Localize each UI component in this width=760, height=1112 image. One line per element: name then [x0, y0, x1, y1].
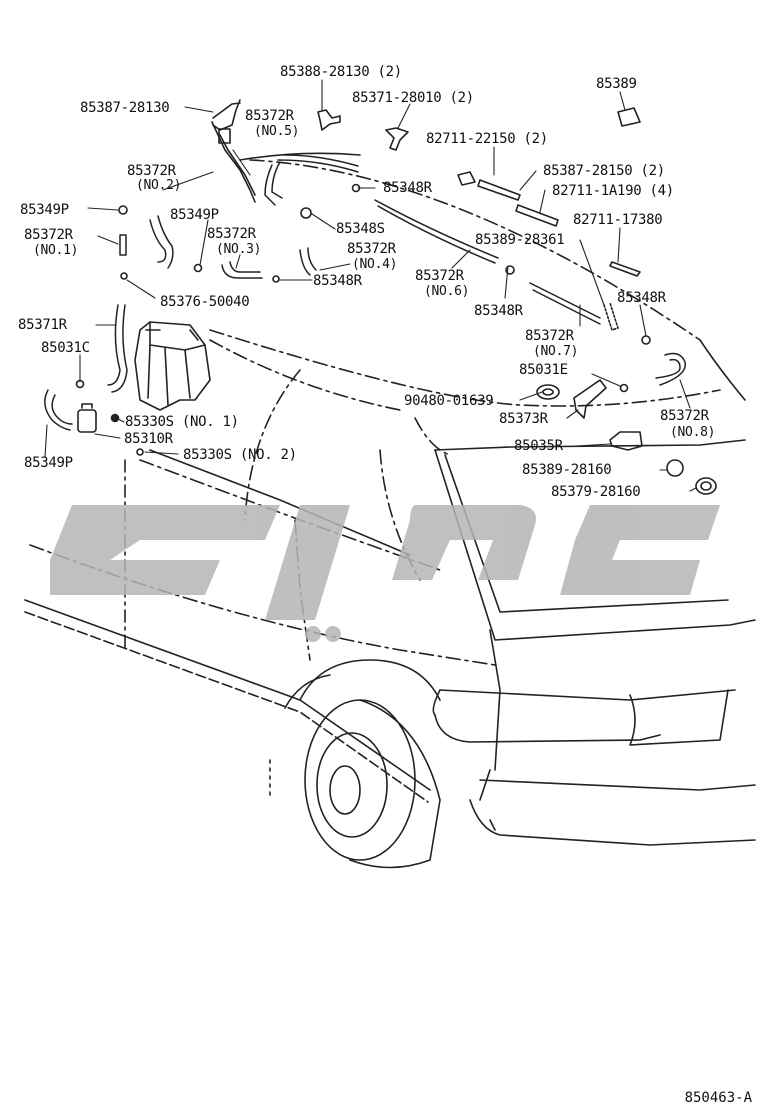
part-label: 85330S (NO. 2) — [183, 447, 297, 463]
part-label: 85349P — [24, 455, 73, 471]
part-label: 85372R — [207, 226, 256, 242]
part-label: 82711-22150 (2) — [426, 131, 548, 147]
hoses — [44, 154, 687, 431]
part-label: 85031E — [519, 362, 568, 378]
part-label: 85389-28160 — [522, 462, 612, 478]
watermark — [50, 505, 720, 642]
pump — [77, 403, 120, 433]
part-label: (NO.6) — [424, 284, 470, 299]
part-label: (NO.8) — [670, 425, 716, 440]
part-label: 90480-01639 — [404, 393, 494, 409]
part-label: 85389 — [596, 76, 637, 92]
diagram-code: 850463-A — [684, 1090, 752, 1106]
part-label: 85372R — [347, 241, 396, 257]
part-label: 85373R — [499, 411, 548, 427]
part-label: 85389-28361 — [475, 232, 565, 248]
part-label: 85379-28160 — [551, 484, 641, 500]
washer-tank — [134, 321, 211, 411]
part-label: 85310R — [124, 431, 173, 447]
part-label: 85348R — [313, 273, 362, 289]
part-label: 85372R — [660, 408, 709, 424]
part-label: 85349P — [170, 207, 219, 223]
part-label: 85372R — [415, 268, 464, 284]
part-label: (NO.7) — [533, 344, 579, 359]
part-label: 82711-1A190 (4) — [552, 183, 674, 199]
part-label: 85349P — [20, 202, 69, 218]
part-label: 85372R — [245, 108, 294, 124]
part-label: 85031C — [41, 340, 90, 356]
part-label: (NO.1) — [33, 243, 79, 258]
part-label: 85348S — [336, 221, 385, 237]
part-label: 85372R — [127, 163, 176, 179]
part-label: 85371-28010 (2) — [352, 90, 474, 106]
part-label: 85035R — [514, 438, 563, 454]
part-label: 85372R — [525, 328, 574, 344]
part-label: (NO.4) — [352, 257, 398, 272]
part-label: (NO.3) — [216, 242, 262, 257]
part-label: (NO.5) — [254, 124, 300, 139]
part-label: 85330S (NO. 1) — [125, 414, 239, 430]
small-parts — [75, 107, 717, 495]
part-label: (NO.2) — [136, 178, 182, 193]
part-label: 85388-28130 (2) — [280, 64, 402, 80]
leader-lines — [44, 79, 697, 492]
part-label: 85348R — [617, 290, 666, 306]
part-label: 85376-50040 — [160, 294, 250, 310]
part-label: 85371R — [18, 317, 67, 333]
part-label: 82711-17380 — [573, 212, 663, 228]
part-label: 85387-28150 (2) — [543, 163, 665, 179]
rear-arm — [211, 99, 256, 203]
part-label: 85387-28130 — [80, 100, 170, 116]
part-label: 85348R — [474, 303, 523, 319]
part-label: 85372R — [24, 227, 73, 243]
part-label: 85348R — [383, 180, 432, 196]
